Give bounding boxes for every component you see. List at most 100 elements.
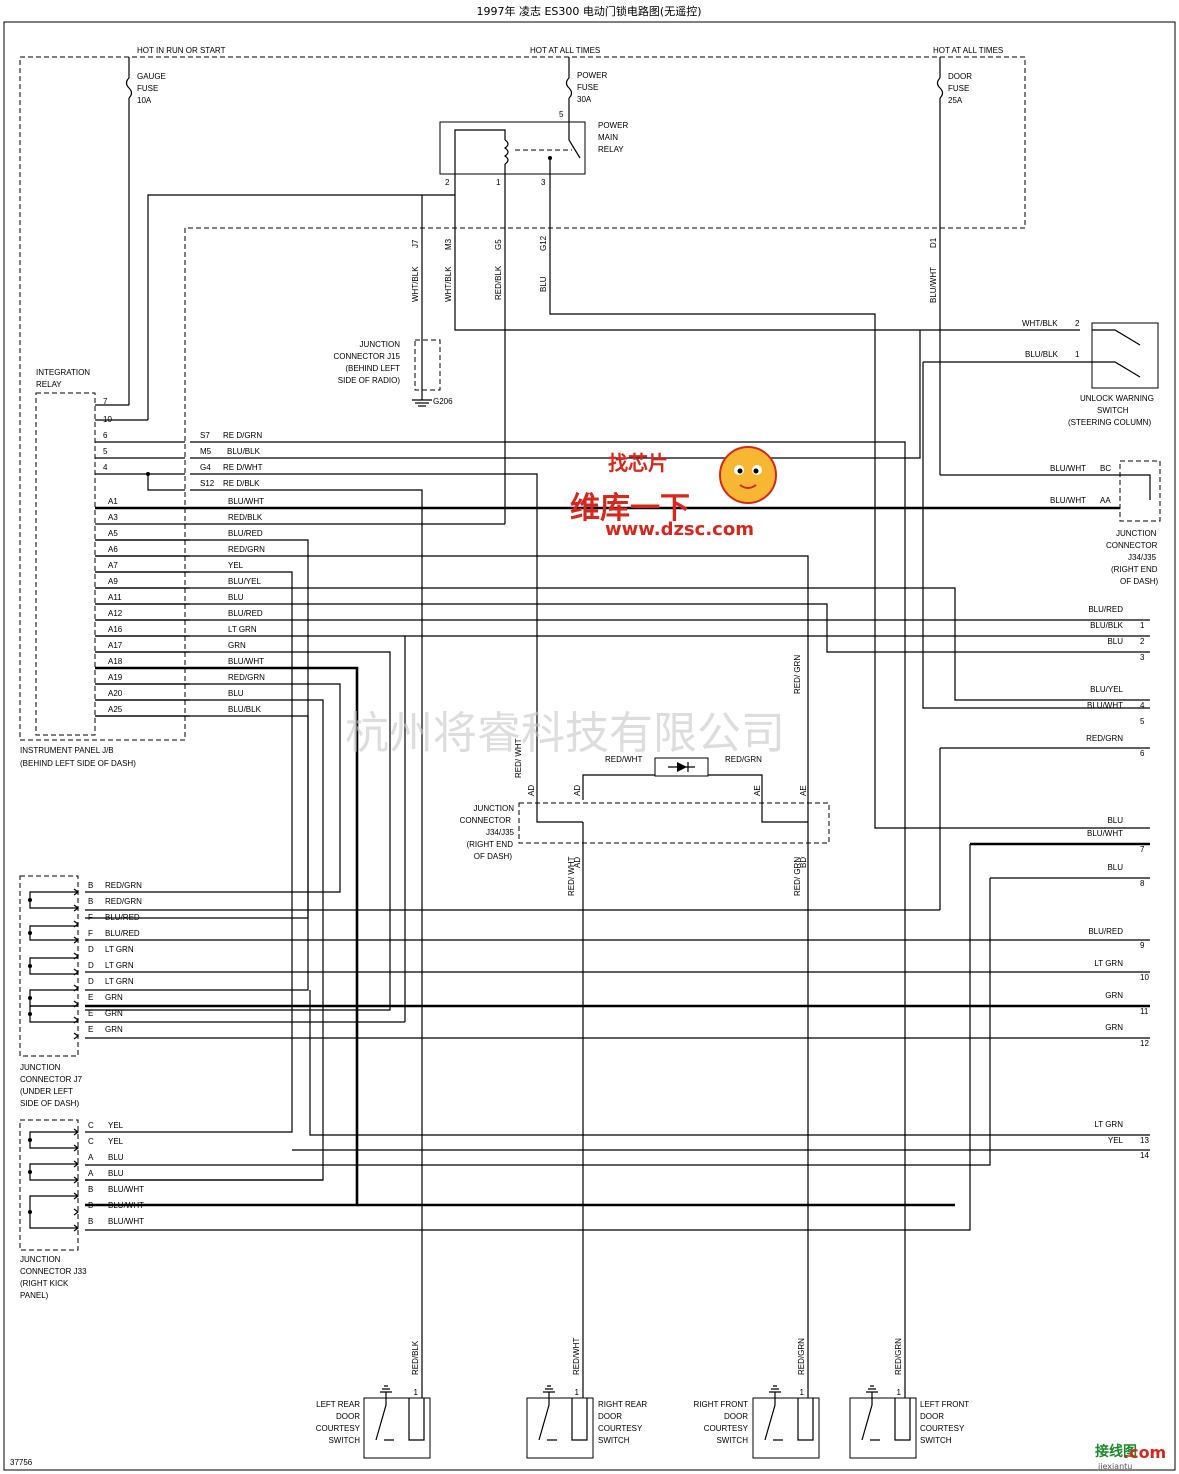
svg-text:jiexiantu: jiexiantu [1097,1462,1132,1471]
svg-text:OF DASH): OF DASH) [1120,577,1159,586]
courtesy-switch-label: COURTESY [704,1424,749,1433]
j33-wire: BLU [108,1169,124,1178]
ipjb-a-pin: A17 [108,641,123,650]
junction-connector-j34-mid: RED/ WHT AD AD AE AE AD BD RED/ WHT RED/… [460,655,830,1395]
integration-relay: INTEGRATION RELAY 7 10 6 5 4 [35,368,112,736]
courtesy-switch-pin: 1 [897,1388,902,1397]
diagram-title: 1997年 凌志 ES300 电动门锁电路图(无遥控) [477,4,702,18]
courtesy-switch-ground [543,1385,555,1393]
courtesy-switch-label: COURTESY [316,1424,361,1433]
courtesy-switch-label: SWITCH [920,1436,952,1445]
fuse-block-outline [19,56,1026,741]
courtesy-switch-label: DOOR [336,1412,360,1421]
j33-splice [28,1170,32,1174]
svg-text:INTEGRATION: INTEGRATION [36,368,90,377]
svg-text:AE: AE [753,785,762,796]
j33-pin: B [88,1185,93,1194]
svg-text:WHT/BLK: WHT/BLK [444,266,453,302]
right-output-wire: BLU/YEL [1090,685,1123,694]
j7-splice [28,931,32,935]
feed-run-start: HOT IN RUN OR START [137,46,226,55]
courtesy-switch-label: SWITCH [716,1436,748,1445]
svg-text:BLU/WHT: BLU/WHT [929,267,938,303]
courtesy-switch-ground [380,1385,392,1393]
svg-text:JUNCTION: JUNCTION [1116,529,1157,538]
svg-text:BC: BC [1100,464,1111,473]
ipjb-a-wire: BLU/RED [228,609,263,618]
svg-text:CONNECTOR J7: CONNECTOR J7 [20,1075,83,1084]
svg-text:10: 10 [103,415,112,424]
junction-connector-j34-top: BC AA BLU/WHT BLU/WHT JUNCTION CONNECTOR… [1050,460,1161,586]
j7-wire: BLU/RED [105,913,140,922]
svg-text:BLU/BLK: BLU/BLK [1025,350,1059,359]
j33-splice [28,1210,32,1214]
courtesy-switch-label: LEFT REAR [316,1400,360,1409]
svg-text:(RIGHT END: (RIGHT END [466,840,513,849]
ipjb-a-pin: A1 [108,497,118,506]
svg-text:CONNECTOR: CONNECTOR [1106,541,1158,550]
svg-text:SWITCH: SWITCH [1097,406,1129,415]
svg-text:JUNCTION: JUNCTION [360,340,401,349]
j7-bridge [29,925,78,941]
ipjb-a-wire: BLU [228,689,244,698]
courtesy-switch-contact [764,1392,783,1441]
j7-pin: B [88,897,93,906]
j7-pin-arrow [73,1032,79,1040]
courtesy-switch-wire [797,1395,814,1441]
j33-wire: BLU [108,1153,124,1162]
svg-text:RED/BLK: RED/BLK [494,265,503,300]
company-watermark: 杭州将睿科技有限公司 [345,708,785,759]
j33-wire: BLU/WHT [108,1217,144,1226]
j7-pin: D [88,977,94,986]
j7-pin: F [88,913,93,922]
j7-wire: LT GRN [105,977,134,986]
right-output-wire: GRN [1105,991,1123,1000]
svg-text:POWER: POWER [577,71,607,80]
svg-text:2: 2 [445,178,450,187]
svg-text:WHT/BLK: WHT/BLK [411,266,420,302]
unlock-warning-switch: 2 1 WHT/BLK BLU/BLK UNLOCK WARNING SWITC… [1022,319,1159,427]
ipjb-a-pin: A12 [108,609,123,618]
courtesy-switch-label: COURTESY [598,1424,643,1433]
svg-text:1: 1 [496,178,501,187]
svg-text:RED/GRN: RED/GRN [725,755,762,764]
feed-hot-all-1: HOT AT ALL TIMES [530,46,600,55]
feed-hot-all-2: HOT AT ALL TIMES [933,46,1003,55]
svg-text:J34/J35: J34/J35 [1128,553,1157,562]
right-output-wire: RED/GRN [1086,734,1123,743]
j7-pin: E [88,1009,93,1018]
svg-text:UNLOCK WARNING: UNLOCK WARNING [1080,394,1154,403]
ipjb-a-wire: RED/BLK [228,513,263,522]
j7-pin: D [88,961,94,970]
svg-text:RED/ GRN: RED/ GRN [793,655,802,694]
svg-text:AD: AD [527,785,536,796]
j33-pin: A [88,1169,94,1178]
right-output-number: 6 [1140,749,1145,758]
j33-pin: B [88,1217,93,1226]
door-fuse: DOOR FUSE 25A [936,57,1120,476]
j7-pin: F [88,929,93,938]
svg-text:(STEERING COLUMN): (STEERING COLUMN) [1068,418,1151,427]
courtesy-switch-contact [538,1392,557,1441]
right-output-number: 14 [1140,1151,1149,1160]
svg-text:DOOR: DOOR [948,72,972,81]
courtesy-switch-ground [866,1385,878,1393]
power-main-relay: 5 POWER MAIN RELAY 2 1 3 [439,110,628,187]
ipjb-a-pin: A18 [108,657,123,666]
right-output-number: 3 [1140,653,1145,662]
svg-text:BD: BD [799,857,808,868]
svg-text:30A: 30A [577,95,592,104]
svg-text:维库一下: 维库一下 [570,491,690,526]
svg-text:SIDE OF DASH): SIDE OF DASH) [20,1099,79,1108]
ipjb-a-pin: A19 [108,673,123,682]
jiexiantu-watermark: 接线图 .com jiexiantu [1095,1443,1166,1471]
courtesy-switch-label: RIGHT FRONT [693,1400,748,1409]
right-output-connectors: 1BLU/RED2BLU/BLK3BLU4BLU/YEL5BLU/WHT6RED… [1086,605,1149,1160]
ipjb-a-wire: BLU [228,593,244,602]
svg-text:BLU/WHT: BLU/WHT [1050,464,1086,473]
ipjb-a-wire: LT GRN [228,625,257,634]
ipjb-a-pin: A25 [108,705,123,714]
j7-wire: GRN [105,993,123,1002]
j33-pin-arrow [73,1208,79,1216]
